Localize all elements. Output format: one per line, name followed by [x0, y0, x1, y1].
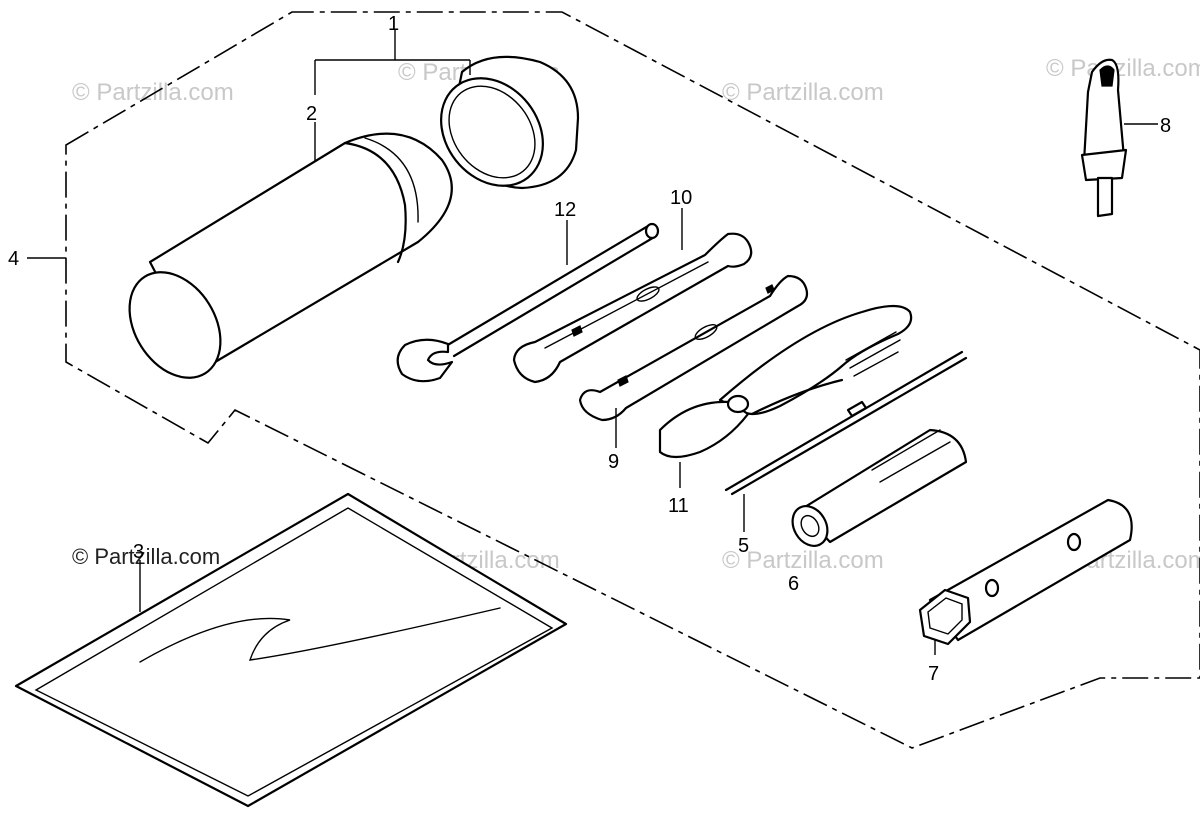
callout-1: 1: [388, 13, 399, 35]
watermark: © Partzilla.com: [72, 79, 234, 106]
pin-spanner: [396, 222, 660, 383]
callout-7: 7: [928, 663, 939, 685]
leader-lines: [27, 30, 1158, 655]
plug-wrench: [918, 498, 1133, 646]
callout-4: 4: [8, 248, 19, 270]
tool-handle: [1080, 58, 1128, 218]
manual-bag: [14, 492, 568, 808]
callout-2: 2: [306, 103, 317, 125]
callout-11: 11: [668, 495, 689, 517]
callout-12: 12: [554, 199, 576, 221]
callout-3: 3: [133, 541, 144, 563]
screwdriver-handle: [791, 428, 968, 547]
pliers: [658, 304, 913, 459]
watermark: © Partzilla.com: [722, 79, 884, 106]
watermark: © Partzilla.com: [722, 547, 884, 574]
callout-6: 6: [788, 573, 799, 595]
kit-outline: [65, 11, 1200, 749]
wrench-8x10: [578, 274, 809, 422]
tube-cap: [440, 55, 580, 190]
callout-5: 5: [738, 535, 749, 557]
watermark: © Partzilla.com: [1046, 55, 1200, 82]
wrench-10x12: [512, 232, 753, 384]
screwdriver-bit: [724, 350, 968, 496]
callout-8: 8: [1160, 115, 1171, 137]
tool-tube: [128, 132, 453, 379]
watermark: © Partzilla.com: [72, 544, 220, 569]
callout-10: 10: [670, 187, 692, 209]
callout-9: 9: [608, 451, 619, 473]
